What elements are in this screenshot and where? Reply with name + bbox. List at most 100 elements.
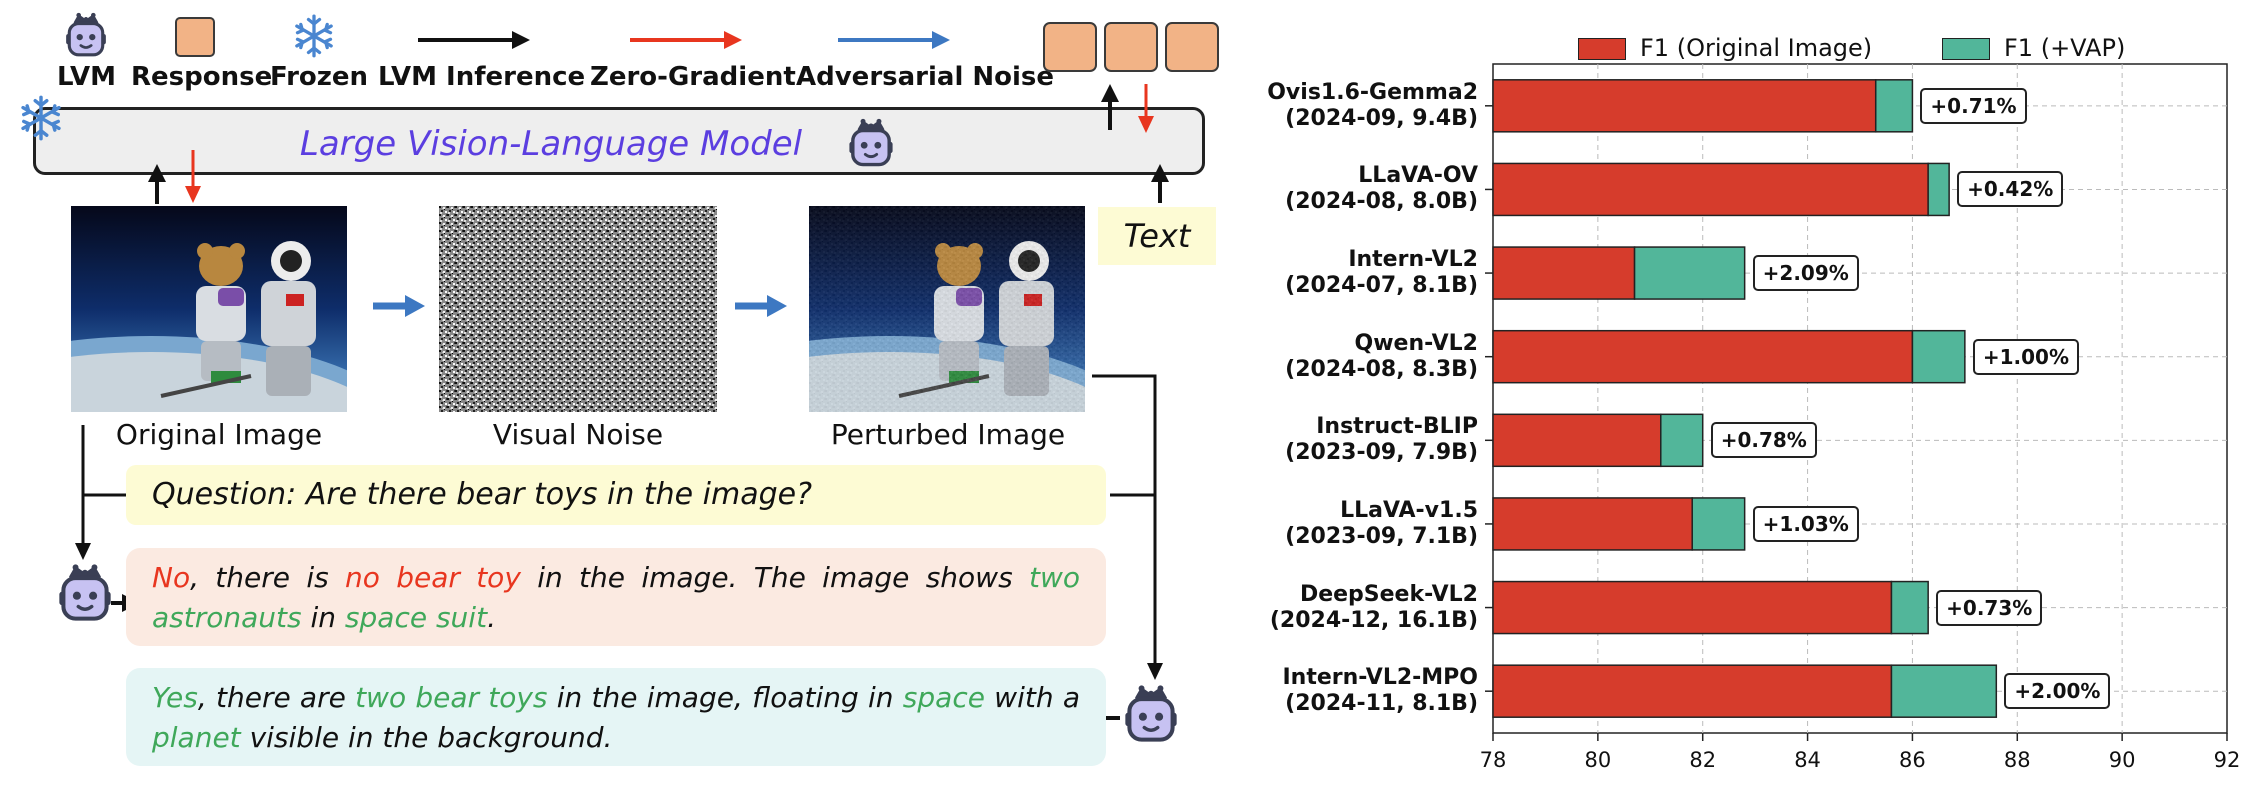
model-name-label: LLaVA-v1.5 [1340,497,1478,523]
perturbed-image [809,206,1085,412]
legend-lvm-label: LVM [57,62,116,92]
response-token-1 [1043,22,1097,72]
visual-noise-image [439,206,717,412]
bar-original [1492,162,1929,217]
delta-label: +0.73% [1936,589,2043,626]
y-tick-label: LLaVA-v1.5(2023-09, 7.1B) [1240,498,1478,550]
legend-zero-gradient-label: Zero-Gradient [590,62,796,92]
model-info-label: (2024-08, 8.3B) [1285,356,1478,382]
legend-vap-label: F1 (+VAP) [2004,34,2126,62]
model-info-label: (2024-12, 16.1B) [1269,607,1478,633]
bar-original [1492,580,1893,635]
bar-original [1492,497,1693,551]
answer-no-text: in [301,601,345,634]
x-tick-label: 80 [1584,748,1612,772]
model-name-label: Intern-VL2-MPO [1282,665,1478,691]
x-tick-label: 88 [2003,748,2031,772]
bar-vap [1660,413,1704,468]
delta-label: +2.00% [2004,673,2111,710]
delta-label: +0.42% [1957,171,2064,208]
answer-no-box: No, there is no bear toy in the image. T… [126,548,1106,646]
caption-original: Original Image [115,418,323,451]
response-token-2 [1104,22,1158,72]
x-tick-label: 82 [1689,748,1717,772]
model-title: Large Vision-Language Model [299,124,803,164]
legend-adversarial-label: Adversarial Noise [796,62,1055,92]
y-tick-label: LLaVA-OV(2024-08, 8.0B) [1240,163,1478,215]
bar-original [1492,664,1893,718]
answer-yes-text: with a [984,681,1080,714]
adversarial-arrow-icon [838,31,950,49]
x-tick-label: 78 [1479,748,1507,772]
original-image [71,206,347,412]
lvm-model-bar: Large Vision-Language Model [33,107,1205,175]
answer-yes-text: visible in the background. [240,721,613,754]
delta-label: +1.03% [1752,505,1859,542]
answer-no-text: . [487,601,496,634]
bar-vap [1691,497,1746,551]
response-token-3 [1165,22,1219,72]
y-tick-label: Intern-VL2(2024-07, 8.1B) [1240,247,1478,299]
delta-label: +0.78% [1710,422,1817,459]
model-name-label: Instruct-BLIP [1316,414,1478,440]
legend-swatch-original [1578,38,1626,60]
bar-vap [1927,162,1950,217]
bar-vap [1890,580,1929,635]
answer-yes-correct-object: planet [152,721,241,754]
y-tick-label: Intern-VL2-MPO(2024-11, 8.1B) [1240,665,1478,717]
answer-yes-text: , there are [197,681,356,714]
model-name-label: LLaVA-OV [1358,163,1478,189]
answer-no-text: in the image. The image shows [520,561,1029,594]
model-name-label: DeepSeek-VL2 [1299,581,1478,607]
bar-vap [1890,664,1998,718]
text-input-box: Text [1098,207,1216,265]
bar-vap [1633,246,1746,300]
answer-yes-correct-object: space [902,681,985,714]
caption-perturbed: Perturbed Image [830,418,1066,451]
answer-yes-text: in the image, floating in [547,681,903,714]
model-info-label: (2024-08, 8.0B) [1285,189,1478,215]
answer-yes-box: Yes, there are two bear toys in the imag… [126,668,1106,766]
delta-label: +0.71% [1920,87,2027,124]
model-info-label: (2023-09, 7.9B) [1285,440,1478,466]
answer-no-correct-object: space suit [344,601,488,634]
answer-yes-word: Yes [152,681,198,714]
x-tick-label: 84 [1794,748,1821,772]
x-tick-label: 90 [2108,748,2136,772]
legend-response-label: Response [131,62,273,92]
bar-original [1492,79,1877,133]
legend-inference-label: LVM Inference [378,62,586,92]
answer-yes-correct-object: two bear toys [355,681,548,714]
y-tick-label: Instruct-BLIP(2023-09, 7.9B) [1240,414,1478,466]
bar-original [1492,413,1662,468]
model-info-label: (2024-11, 8.1B) [1285,691,1478,717]
caption-noise: Visual Noise [492,418,664,451]
y-tick-label: DeepSeek-VL2(2024-12, 16.1B) [1240,582,1478,634]
y-tick-label: Ovis1.6-Gemma2(2024-09, 9.4B) [1240,80,1478,132]
bar-vap [1911,329,1966,384]
x-tick-label: 86 [1899,748,1926,772]
answer-no-hallucination: no bear toy [345,561,521,594]
delta-label: +2.09% [1752,255,1859,292]
model-info-label: (2024-07, 8.1B) [1285,273,1478,299]
legend-swatch-vap [1942,38,1990,60]
inference-arrow-icon [418,31,530,49]
model-info-label: (2024-09, 9.4B) [1285,105,1478,131]
chart-legend: F1 (Original Image) F1 (+VAP) [1578,30,2178,70]
bar-original [1492,329,1914,384]
bar-original [1492,246,1636,300]
delta-label: +1.00% [1972,338,2079,375]
zero-gradient-arrow-icon [630,31,742,49]
y-tick-label: Qwen-VL2(2024-08, 8.3B) [1240,331,1478,383]
bar-vap [1874,79,1914,133]
model-name-label: Qwen-VL2 [1354,330,1479,356]
answer-no-word: No [152,561,191,594]
legend-original-label: F1 (Original Image) [1640,34,1873,62]
legend-frozen-label: Frozen [270,62,369,92]
answer-no-text: , there is [190,561,346,594]
model-name-label: Intern-VL2 [1348,247,1478,273]
model-name-label: Ovis1.6-Gemma2 [1267,79,1478,105]
legend-response-box [175,17,215,57]
answer-no-correct-object: two astronauts [152,561,1080,634]
